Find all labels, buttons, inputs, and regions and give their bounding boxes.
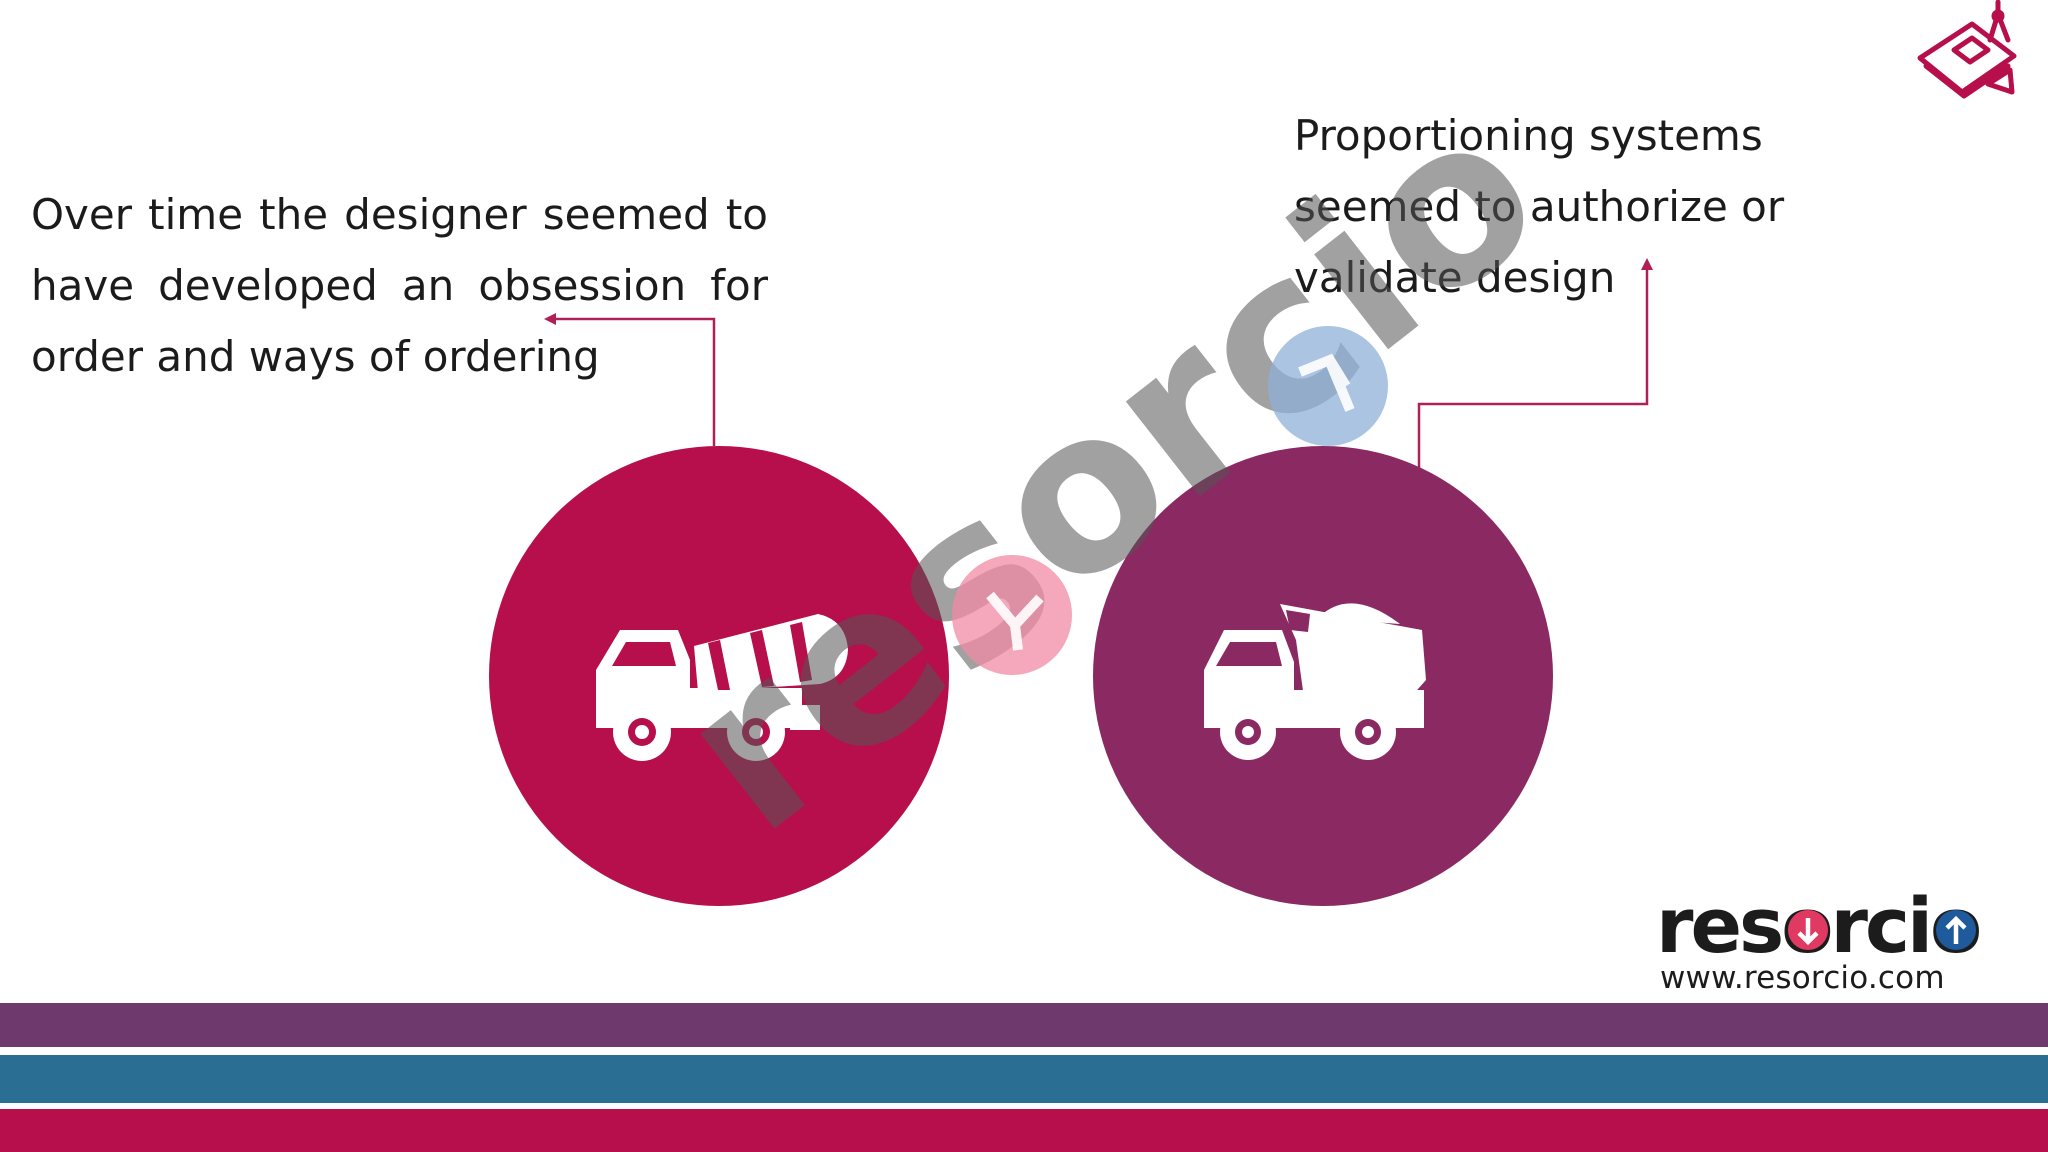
concrete-mixer-truck-icon	[590, 600, 860, 765]
architect-drawing-icon	[1912, 0, 2022, 104]
footer-band-blue	[0, 1055, 2048, 1103]
logo-wordmark: resorcio	[1656, 886, 1982, 962]
left-statement: Over time the designer seemed to have de…	[31, 190, 768, 381]
footer-band-red	[0, 1109, 2048, 1152]
resorcio-logo: resorcio www.resorcio.com	[1656, 886, 1986, 1001]
dump-truck-icon	[1200, 590, 1450, 765]
footer-band-purple	[0, 1003, 2048, 1047]
logo-url: www.resorcio.com	[1660, 960, 1945, 996]
watermark-up-arrow-icon	[1268, 326, 1388, 446]
watermark-down-arrow-icon	[952, 555, 1072, 675]
right-statement: Proportioning systems seemed to authoriz…	[1294, 111, 1785, 302]
